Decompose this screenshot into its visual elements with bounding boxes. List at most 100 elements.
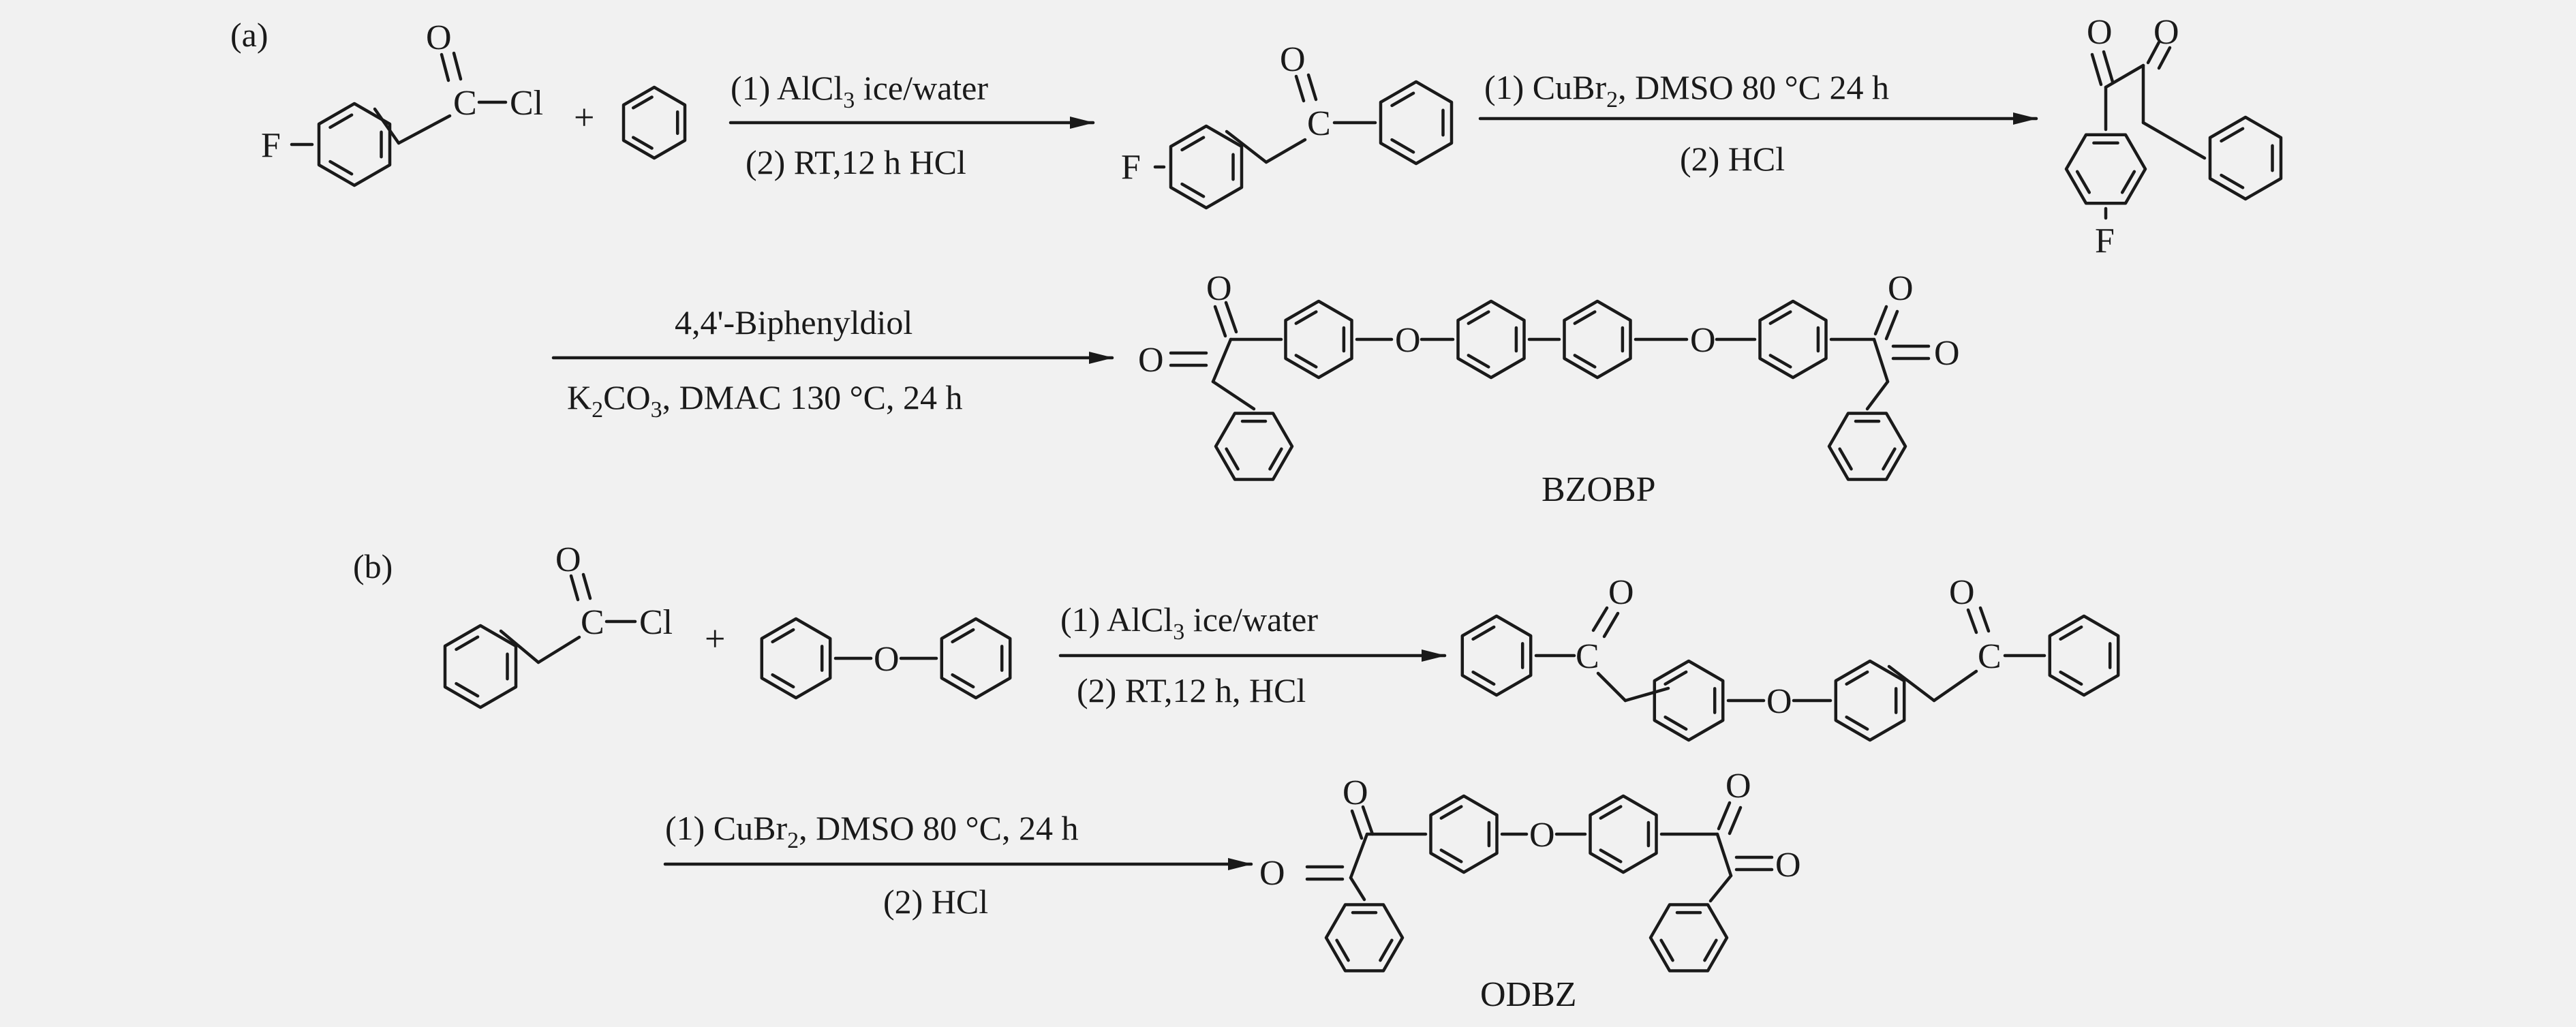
ring-outline — [1284, 299, 1353, 380]
ring-double-bond — [631, 136, 654, 150]
atom-O: O — [1280, 40, 1306, 79]
ring-outline — [1379, 80, 1454, 166]
benzene-ring — [1324, 903, 1405, 972]
intermediate-b-diketone: C O O C O — [1460, 573, 2120, 742]
ring-double-bond — [1663, 670, 1688, 686]
atom-O: O — [555, 540, 581, 579]
atom-C: C — [1576, 637, 1599, 676]
benzene-ring — [1284, 299, 1353, 380]
ring-double-bond — [2075, 170, 2091, 194]
product-odbz: O O O O O ODBZ — [1259, 767, 1801, 1014]
ring-double-bond — [1471, 670, 1496, 686]
conditions-a2-line1: (1) CuBr2, DMSO 80 °C 24 h — [1484, 68, 1889, 112]
ring-double-bond — [1659, 938, 1674, 962]
benzene-ring — [2048, 614, 2120, 697]
ring-double-bond — [1180, 136, 1206, 152]
conditions-a3-line1: 4,4'-Biphenyldiol — [675, 303, 913, 341]
conditions-a1-line1: (1) AlCl3 ice/water — [731, 69, 988, 113]
ring-double-bond — [771, 673, 795, 689]
benzene-ring — [1379, 80, 1454, 166]
ring-outline — [1653, 659, 1725, 742]
reactant-a-acyl-chloride: F C O Cl — [261, 18, 543, 187]
atom-F: F — [2095, 221, 2115, 260]
ring-double-bond — [1294, 354, 1318, 369]
ring-double-bond — [631, 95, 654, 110]
benzene-ring — [1653, 659, 1725, 742]
ring-outline — [1456, 299, 1526, 380]
atom-O: O — [1888, 269, 1914, 308]
ring-outline — [317, 102, 392, 187]
ring-double-bond — [1335, 938, 1350, 962]
atom-O: O — [2153, 13, 2179, 52]
ring-double-bond — [1180, 182, 1206, 198]
benzene-ring — [1589, 794, 1658, 874]
ring-outline — [1324, 903, 1405, 972]
ring-outline — [1589, 794, 1658, 874]
ring-double-bond — [1573, 310, 1597, 325]
ring-outline — [940, 617, 1012, 700]
ring-outline — [1758, 299, 1828, 380]
plus-sign-a: + — [574, 97, 594, 138]
ring-double-bond — [1268, 447, 1283, 471]
ring-double-bond — [771, 628, 795, 644]
conditions-b1-line2: (2) RT,12 h, HCl — [1077, 671, 1306, 709]
atom-O-ether: O — [1690, 321, 1716, 360]
ring-double-bond — [2220, 173, 2245, 189]
atom-O: O — [1949, 573, 1975, 612]
ring-outline — [1460, 614, 1533, 697]
benzene-ring — [1563, 299, 1632, 380]
reactant-a-benzene — [622, 85, 687, 160]
atom-O: O — [1138, 341, 1164, 380]
atom-O: O — [1608, 573, 1634, 612]
atom-O: O — [426, 18, 452, 57]
ring-double-bond — [2120, 170, 2136, 194]
ring-double-bond — [2059, 625, 2083, 641]
ring-double-bond — [1379, 938, 1394, 962]
ring-double-bond — [1390, 138, 1415, 154]
atom-C: C — [1307, 104, 1331, 143]
ring-outline — [1834, 659, 1906, 742]
benzene-ring — [622, 85, 687, 160]
ring-outline — [2064, 133, 2147, 205]
panel-label-b: (b) — [353, 547, 393, 585]
atom-O: O — [1775, 846, 1801, 885]
conditions-b2-line1: (1) CuBr2, DMSO 80 °C, 24 h — [665, 809, 1078, 853]
ring-outline — [443, 624, 518, 709]
ring-outline — [1649, 903, 1729, 972]
benzene-ring — [760, 617, 832, 700]
atom-O-ether: O — [1395, 321, 1421, 360]
ring-outline — [622, 85, 687, 160]
ring-double-bond — [951, 628, 975, 644]
benzene-ring — [1169, 124, 1244, 210]
ring-outline — [1214, 412, 1294, 481]
conditions-a3-line2: K2CO3, DMAC 130 °C, 24 h — [567, 378, 962, 423]
ring-double-bond — [455, 681, 480, 698]
atom-O-ether: O — [1529, 816, 1555, 855]
benzene-ring — [1834, 659, 1906, 742]
intermediate-a-diketone: F O O — [2064, 13, 2283, 260]
ring-double-bond — [1663, 715, 1688, 731]
conditions-a1-line2: (2) RT,12 h HCl — [746, 143, 966, 181]
reaction-arrow-b1: (1) AlCl3 ice/water (2) RT,12 h, HCl — [1058, 600, 1447, 709]
ring-double-bond — [1294, 310, 1318, 325]
benzene-ring — [317, 102, 392, 187]
atom-O-ether: O — [874, 640, 900, 679]
ring-double-bond — [455, 635, 480, 652]
conditions-b2-line2: (2) HCl — [883, 883, 988, 921]
ring-double-bond — [951, 673, 975, 689]
atom-Cl: Cl — [510, 84, 543, 123]
ring-outline — [760, 617, 832, 700]
ring-double-bond — [1845, 715, 1869, 731]
conditions-a2-line2: (2) HCl — [1680, 140, 1785, 178]
ring-double-bond — [1573, 354, 1597, 369]
atom-Cl: Cl — [639, 603, 673, 642]
panel-label-a: (a) — [230, 16, 269, 54]
ring-double-bond — [2220, 127, 2245, 143]
ring-outline — [1827, 412, 1907, 481]
atom-O-ether: O — [1766, 682, 1792, 721]
compound-name-bzobp: BZOBP — [1542, 470, 1656, 509]
atom-O: O — [1206, 269, 1232, 308]
benzene-ring — [1460, 614, 1533, 697]
